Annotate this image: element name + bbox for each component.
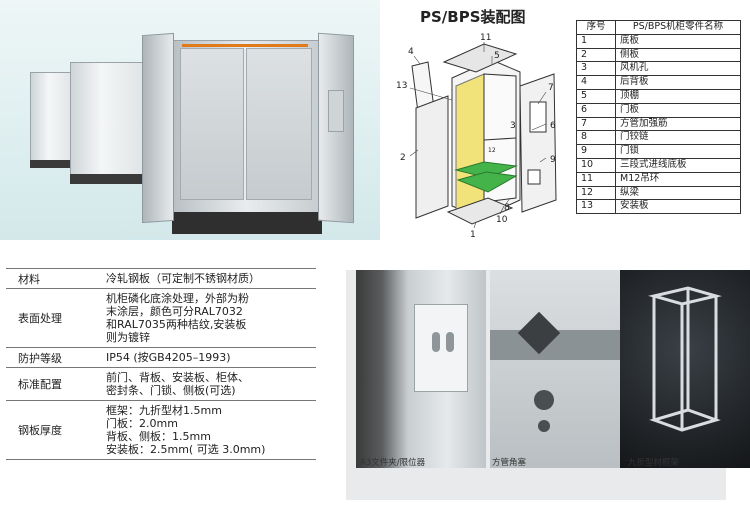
spec-label: 钢板厚度 — [18, 424, 62, 437]
callout-1: 1 — [470, 230, 476, 240]
parts-table-header: 序号 PS/BPS机柜零件名称 — [576, 20, 741, 35]
spec-value: 前门、背板、安装板、柜体、 密封条、门锁、侧板(可选) — [106, 371, 249, 397]
photo-frame — [620, 270, 750, 468]
callout-9: 9 — [550, 155, 556, 165]
callout-7: 7 — [548, 83, 554, 93]
door-panel — [519, 73, 557, 213]
cabinet-frame — [451, 59, 521, 219]
callout-10: 10 — [496, 215, 508, 225]
cabinet-product-photo — [0, 0, 380, 240]
top-roof — [442, 43, 518, 73]
callout-2: 2 — [400, 153, 406, 163]
photo-a3-folder — [356, 270, 486, 468]
diagram-title: PS/BPS装配图 — [420, 8, 526, 26]
spec-label: 防护等级 — [18, 351, 62, 365]
callout-5: 5 — [494, 51, 500, 61]
spec-row-surface: 表面处理 机柜磷化底涂处理，外部为粉 末涂层，颜色可分RAL7032 和RAL7… — [6, 289, 316, 348]
photo-caption: 九折型材框架 — [628, 458, 680, 468]
photo-caption: A3文件夹/限位器 — [360, 458, 426, 468]
header-part-name: PS/BPS机柜零件名称 — [615, 20, 741, 35]
spec-label: 材料 — [18, 272, 40, 286]
callout-3: 3 — [510, 121, 516, 131]
bottom-plate — [446, 197, 514, 225]
photo-corner-plug — [490, 270, 620, 468]
callout-6: 6 — [550, 121, 556, 131]
spec-row-protection: 防护等级 IP54 (按GB4205–1993) — [6, 348, 316, 368]
spec-table: 材料 冷轧钢板（可定制不锈钢材质） 表面处理 机柜磷化底涂处理，外部为粉 末涂层… — [6, 268, 316, 460]
callout-11: 11 — [480, 33, 491, 43]
spec-value: 冷轧钢板（可定制不锈钢材质） — [106, 272, 260, 285]
spec-label: 标准配置 — [18, 378, 62, 391]
frame-outline — [648, 286, 722, 432]
spec-row-thickness: 钢板厚度 框架：九折型材1.5mm 门板：2.0mm 背板、侧板：1.5mm 安… — [6, 401, 316, 460]
callout-8: 8 — [504, 203, 510, 213]
header-number: 序号 — [576, 20, 616, 35]
spec-value: IP54 (按GB4205–1993) — [106, 351, 231, 364]
spec-value: 框架：九折型材1.5mm 门板：2.0mm 背板、侧板：1.5mm 安装板：2.… — [106, 404, 266, 456]
assembly-diagram: 11 5 4 13 2 7 3 6 9 12 8 10 1 — [396, 33, 557, 240]
side-panel — [415, 95, 449, 219]
photo-caption: 方管角塞 — [492, 458, 527, 468]
spec-row-material: 材料 冷轧钢板（可定制不锈钢材质） — [6, 268, 316, 289]
spec-row-standard: 标准配置 前门、背板、安装板、柜体、 密封条、门锁、侧板(可选) — [6, 368, 316, 401]
callout-13: 13 — [396, 81, 407, 91]
callout-4: 4 — [408, 47, 414, 57]
spec-label: 表面处理 — [18, 312, 62, 325]
callout-lines — [409, 42, 547, 229]
callout-12: 12 — [488, 147, 496, 154]
spec-value: 机柜磷化底涂处理，外部为粉 末涂层，颜色可分RAL7032 和RAL7035两种… — [106, 292, 249, 344]
